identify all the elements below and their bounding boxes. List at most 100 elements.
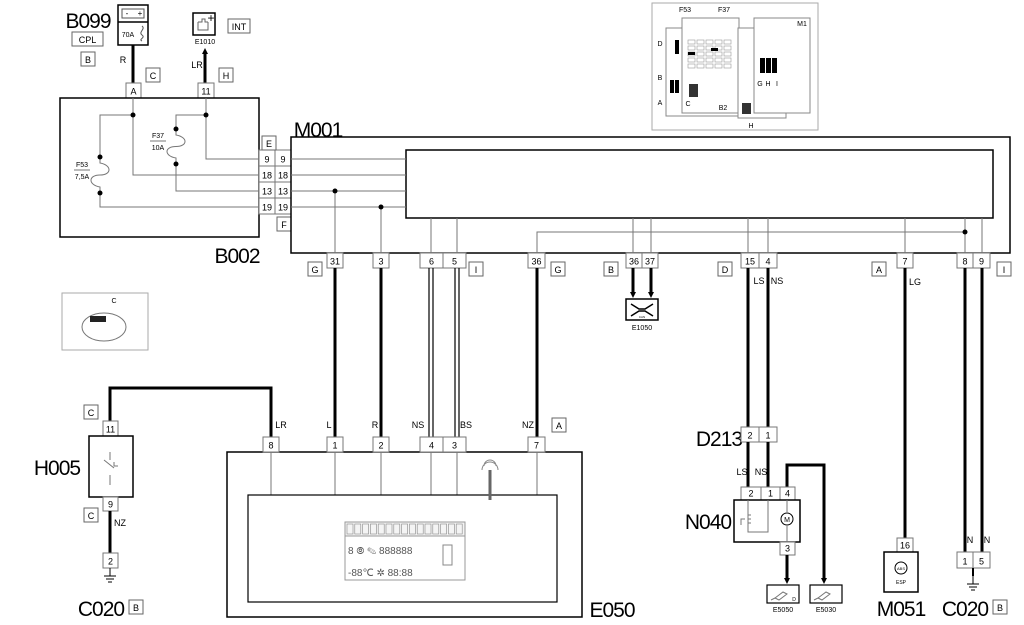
junction-dot [173,161,179,167]
can-bus-icon [630,303,654,317]
pin-c020-2: 2 [108,557,113,567]
tag-m001_D: D [722,265,729,275]
inset-fuse-slot [687,39,696,45]
wire-color-lr: LR [275,420,287,430]
junction-dot [332,188,338,194]
inset-fuse-slot [687,63,696,69]
lcd-char [377,523,385,535]
pin-m001-bottom: 8 [962,257,967,267]
pin-n040-2: 2 [748,489,753,499]
wire-color-bs: BS [460,420,472,430]
inset-fuse-slot [714,39,723,45]
lcd-text: 8 ⦾ ✎ 888888 [348,546,413,557]
ground-icon [967,576,979,591]
tag-b002-e-box [261,135,277,151]
tag-m001_I2: I [1003,265,1006,275]
pin-h005-9: 9 [108,500,113,510]
inset-fuse-slot [723,45,732,51]
wire-color-ns: NS [412,420,425,430]
lcd-display-icon: 8 ⦾ ✎ 888888-88℃ ✲ 88:88 [344,521,466,581]
pin-m001-left: 9 [280,155,285,165]
wire-color-r: R [372,420,379,430]
pin-n040-1: 1 [768,489,773,499]
inset-conn-c [689,84,698,97]
lcd-char [370,523,377,535]
inset-fuse-slot [723,63,732,69]
inset-fuse-slot [696,39,705,45]
tag-cpl-box [71,31,104,47]
e5030-box [809,584,843,604]
lcd-char [424,523,432,535]
tag-c020r-b: B [997,603,1003,613]
lcd-char [409,523,416,535]
inset-connector-letter: G [757,81,762,88]
pin-m001-bottom: 36 [629,257,639,267]
tag-b099-c: C [150,71,157,81]
internal-wire [175,114,206,129]
arrow-head [784,578,790,584]
h005-box [88,435,134,498]
wire-color-n: N [984,535,991,545]
sensor-icon [770,591,788,601]
inset-conn-ghi [760,58,765,73]
arrow-up-icon [202,48,208,54]
tag-e1010-h: H [223,71,230,81]
inset-connector-letter: H [765,81,770,88]
steering-switch-marker [90,316,106,322]
pin-h005-11: 11 [106,425,115,435]
tag-m001_G2: G [554,265,561,275]
lcd-char [416,523,424,535]
tag-c020l-b-box [128,599,144,615]
pin-e050-top: 8 [268,441,273,451]
tag-c020r-b-box [992,599,1008,615]
tag-m001_G1: G [311,265,318,275]
switch-icon [103,452,118,485]
sensor-coil-icon [740,500,769,533]
e5050-d: D [792,597,796,603]
wire-color-nz: NZ [522,420,534,430]
internal-wire [99,193,259,208]
inset-connector-letter: D [657,41,662,48]
inset-m1-label: M1 [797,21,807,28]
inset-f37-marker [711,48,718,51]
wire-color-ns: NS [755,467,768,477]
wire-color-ls: LS [736,467,747,477]
pin-c020-5-cell [972,551,991,569]
internal-wire [205,98,259,160]
tag-b002-f: F [281,220,287,230]
sensor-icon [813,591,831,601]
tag-m001_G2-box [550,261,566,277]
fuse-icon [140,25,144,42]
internal-wire [175,164,259,192]
tag-b099-b-box [80,51,96,67]
component-label-e1010: E1010 [195,39,215,46]
component-label-m051: M051 [877,598,926,621]
lcd-char [455,523,463,535]
tag-m001_I1: I [475,265,478,275]
inset-fuse-slot [696,51,705,57]
b002-box [59,97,260,238]
inset-conn-ghi [766,58,771,73]
m001-inner-module [405,149,994,219]
inset-b2-label: B2 [719,105,728,112]
arrow-head [821,578,827,584]
lcd-char [362,523,369,535]
esp-label: ESP [896,580,907,586]
wire-color-nz: NZ [114,518,126,528]
inset-b002 [681,17,740,114]
pin-b002-left: 18 [262,171,272,181]
pin-b099-a: A [130,87,136,97]
lcd-char [346,523,354,535]
motor-icon [780,512,794,526]
inset-conn-ghi [772,58,777,73]
component-label-e050: E050 [589,599,634,622]
pin-c020-5: 5 [979,557,984,567]
tag-h005-c1-box [83,404,99,420]
inset-conn-h [742,103,751,114]
fuse-f37 [166,129,186,164]
inset-steering-c: C [111,298,116,305]
inset-fuse-slot [687,57,696,63]
pin-b002-left: 13 [262,187,272,197]
wire-color-l: L [326,420,331,430]
